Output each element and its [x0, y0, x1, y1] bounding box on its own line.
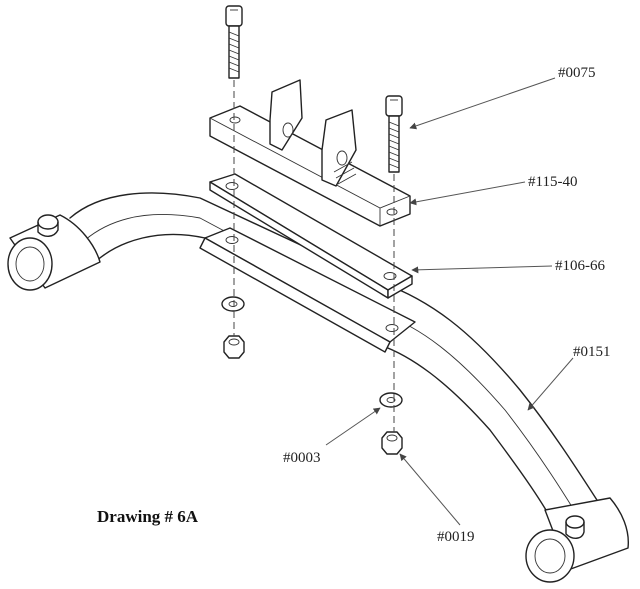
- washer-left: [221, 296, 245, 312]
- label-spacer-plate-106-66: #106-66: [555, 258, 605, 274]
- leader-0075: [409, 77, 556, 130]
- label-clamp-plate-115-40: #115-40: [528, 174, 577, 190]
- leader-0003: [325, 407, 381, 446]
- leader-115-40: [409, 181, 526, 206]
- clamp-plate: [209, 79, 411, 227]
- drawing-title: Drawing # 6A: [97, 507, 199, 526]
- leader-106-66: [411, 265, 553, 274]
- label-bolt-0075: #0075: [558, 65, 596, 81]
- base-mounting-strip: [199, 227, 416, 353]
- left-tube-end-cap: [7, 214, 101, 291]
- washer-right: [379, 392, 403, 408]
- label-washer-0003: #0003: [283, 450, 321, 466]
- leader-0151: [527, 357, 574, 411]
- frame-tube: [69, 192, 611, 536]
- label-frame-tube-0151: #0151: [573, 344, 611, 360]
- nut-right: [381, 431, 403, 455]
- bolt-right: [385, 95, 403, 173]
- right-tube-end-cap: [525, 497, 629, 583]
- spacer-plate: [209, 173, 413, 299]
- nut-left: [223, 335, 245, 359]
- bolt-left: [225, 5, 243, 79]
- leader-0019: [399, 453, 461, 526]
- label-nut-0019: #0019: [437, 529, 475, 545]
